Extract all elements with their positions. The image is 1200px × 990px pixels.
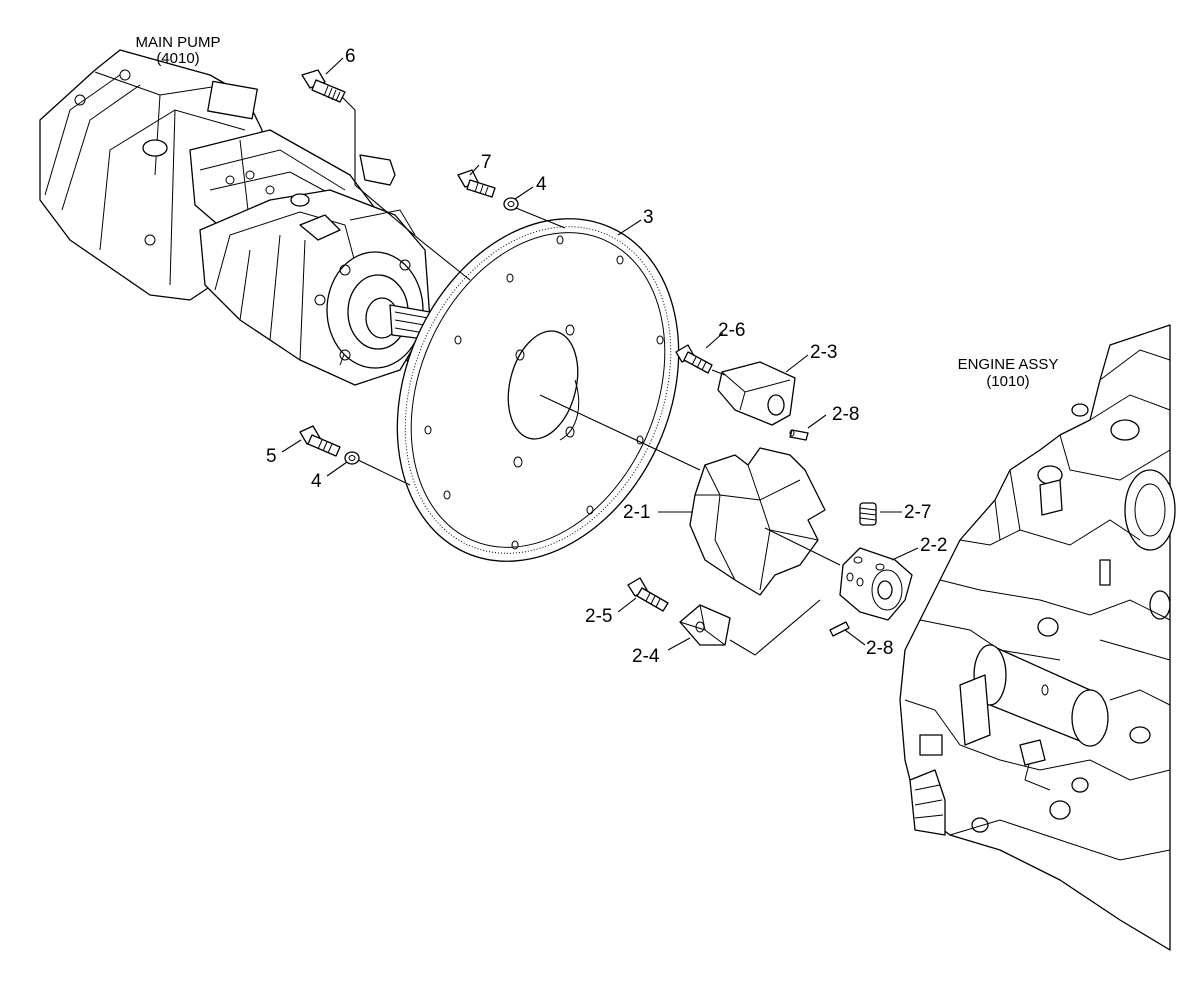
callout-leaders <box>281 57 919 651</box>
callout-2-8-upper: 2-8 <box>832 404 859 425</box>
washer-4-lower[interactable] <box>344 451 360 465</box>
callout-4-lower: 4 <box>311 471 322 492</box>
bolt-5[interactable] <box>299 425 341 457</box>
callout-7: 7 <box>481 152 492 173</box>
assembly-lines <box>341 96 841 656</box>
callout-2-4: 2-4 <box>632 646 660 667</box>
callout-2-8-lower: 2-8 <box>866 638 893 659</box>
setscrew-2-7[interactable] <box>859 502 877 526</box>
block-2-3[interactable] <box>717 361 796 426</box>
callout-4-upper: 4 <box>536 174 547 195</box>
main-pump-name: MAIN PUMP <box>135 34 220 51</box>
rubber-element-2-1[interactable] <box>689 447 826 596</box>
engine-assy-code: (1010) <box>986 373 1029 390</box>
engine-assy-drawing <box>899 324 1176 951</box>
flywheel-plate-3[interactable] <box>345 174 731 607</box>
engine-assy-name: ENGINE ASSY <box>958 356 1059 373</box>
callout-2-5: 2-5 <box>585 606 612 627</box>
washer-4-upper[interactable] <box>503 197 519 211</box>
main-pump-code: (4010) <box>156 50 199 67</box>
pin-2-8-lower[interactable] <box>829 621 850 637</box>
callout-3: 3 <box>643 207 654 228</box>
callout-labels: 6 7 4 3 2-6 2-3 2-8 5 4 2-1 2-7 2-2 2-5 … <box>266 46 947 667</box>
main-pump-drawing <box>39 49 433 386</box>
bolt-7[interactable] <box>457 169 496 198</box>
assembly-labels: MAIN PUMP (4010) ENGINE ASSY (1010) <box>135 34 1058 390</box>
hub-2-2[interactable] <box>839 547 913 621</box>
callout-2-7: 2-7 <box>904 502 931 523</box>
callout-2-6: 2-6 <box>718 320 745 341</box>
callout-2-1: 2-1 <box>623 502 650 523</box>
bolt-2-5[interactable] <box>627 577 669 612</box>
callout-6: 6 <box>345 46 356 67</box>
callout-2-2: 2-2 <box>920 535 947 556</box>
bolt-6[interactable] <box>301 69 346 103</box>
pin-2-8-upper[interactable] <box>789 429 809 441</box>
bolt-2-6[interactable] <box>675 344 713 374</box>
callout-5: 5 <box>266 446 277 467</box>
block-2-4[interactable] <box>679 604 731 646</box>
callout-2-3: 2-3 <box>810 342 837 363</box>
